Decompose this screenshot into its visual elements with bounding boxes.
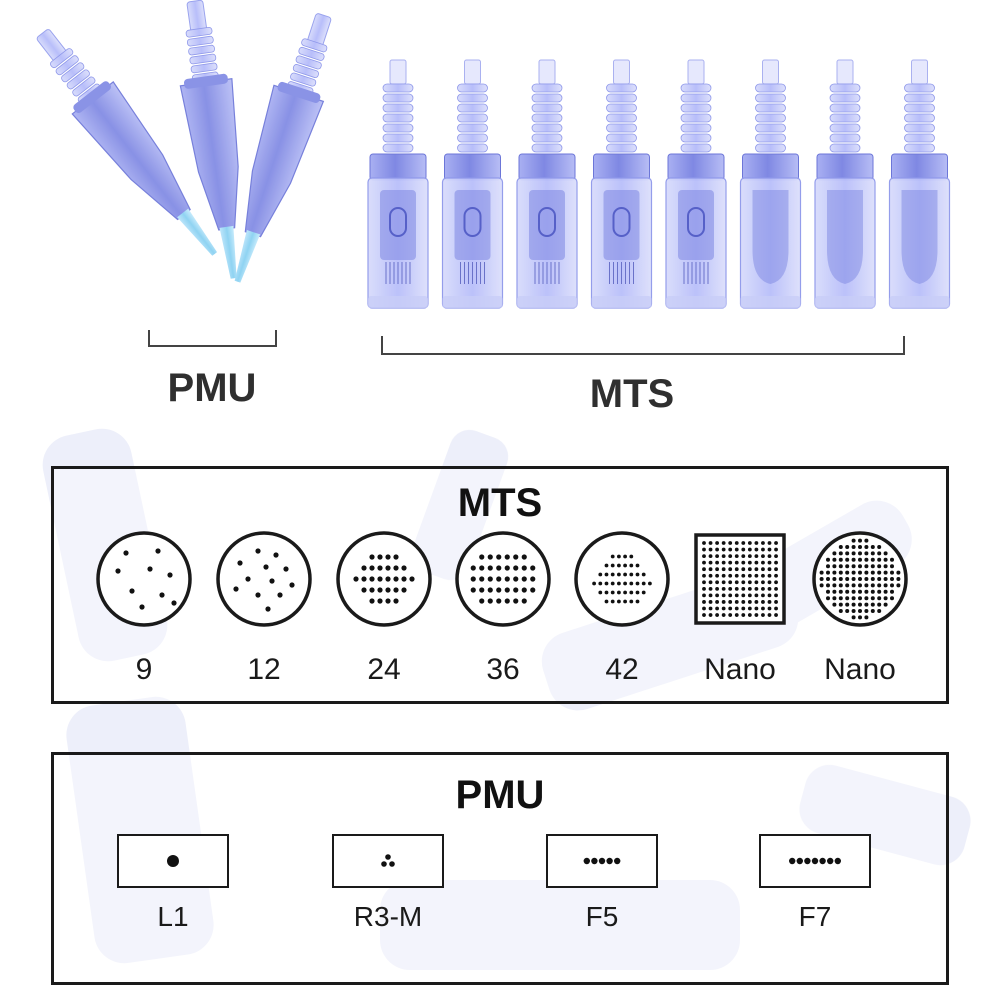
group-brackets	[148, 330, 905, 355]
pmu-cartridge	[234, 13, 332, 283]
mts-pin-label: 42	[605, 653, 639, 686]
pin-frame-rect	[332, 834, 444, 888]
mts-cartridge	[888, 59, 951, 309]
pmu-pin-label: F5	[585, 901, 619, 932]
pmu-pin-pattern-icon	[332, 834, 444, 888]
pmu-cartridge-group	[36, 0, 332, 283]
mts-section-title: MTS	[457, 481, 543, 525]
mts-pin-label: 24	[367, 653, 401, 686]
mts-pin-pattern-icon	[455, 531, 551, 627]
pmu-bracket	[148, 330, 277, 347]
pin-dots	[167, 855, 179, 867]
pin-frame-circle	[574, 531, 670, 627]
mts-pin-label: 12	[247, 653, 281, 686]
pin-dots	[583, 857, 621, 865]
pmu-pin-pattern-icon	[117, 834, 229, 888]
mts-pin-pattern-icon	[812, 531, 908, 627]
mts-cartridge	[516, 59, 578, 309]
mts-pin-label: 9	[135, 653, 153, 686]
pmu-pin-label: L1	[157, 901, 189, 932]
cartridge-product-photo	[36, 0, 951, 309]
mts-cartridge	[739, 59, 802, 309]
mts-cartridge	[441, 59, 504, 309]
pmu-cartridge	[179, 0, 239, 279]
mts-pin-chart: MTS 9 12 24 36 42 Nano Nano	[51, 466, 949, 704]
pin-dots	[470, 554, 536, 604]
pin-dots	[233, 548, 295, 612]
pin-dot-grid	[702, 541, 778, 617]
mts-group-label: MTS	[589, 372, 675, 416]
pin-dots	[381, 854, 395, 867]
pin-frame-circle	[336, 531, 432, 627]
pmu-section-title: PMU	[455, 773, 545, 817]
mts-pin-label: Nano	[704, 653, 776, 686]
mts-cartridge	[665, 59, 727, 309]
mts-cartridge	[367, 59, 429, 309]
mts-pin-pattern-icon	[336, 531, 432, 627]
pin-dots	[789, 857, 841, 865]
pin-dots	[353, 554, 415, 604]
pin-dots	[819, 538, 901, 620]
mts-pin-pattern-icon	[216, 531, 312, 627]
pmu-cartridge	[36, 29, 218, 256]
mts-pin-label: Nano	[824, 653, 896, 686]
pin-frame-circle	[216, 531, 312, 627]
mts-pin-pattern-icon	[694, 533, 786, 625]
pmu-pin-chart: PMU L1 R3-M F5 F7	[51, 752, 949, 985]
pin-frame-circle	[96, 531, 192, 627]
mts-pin-label: 36	[486, 653, 520, 686]
mts-cartridge	[814, 59, 876, 309]
pmu-group-label: PMU	[167, 366, 257, 410]
mts-pin-pattern-icon	[574, 531, 670, 627]
pin-dots	[115, 548, 177, 610]
mts-pin-pattern-icon	[96, 531, 192, 627]
pmu-pin-label: R3-M	[353, 901, 423, 932]
pin-dots	[592, 554, 652, 604]
mts-cartridge-group	[367, 59, 951, 309]
mts-cartridge	[590, 59, 653, 309]
pmu-pin-pattern-icon	[759, 834, 871, 888]
mts-bracket	[381, 336, 905, 355]
pmu-pin-label: F7	[798, 901, 832, 932]
pmu-pin-pattern-icon	[546, 834, 658, 888]
